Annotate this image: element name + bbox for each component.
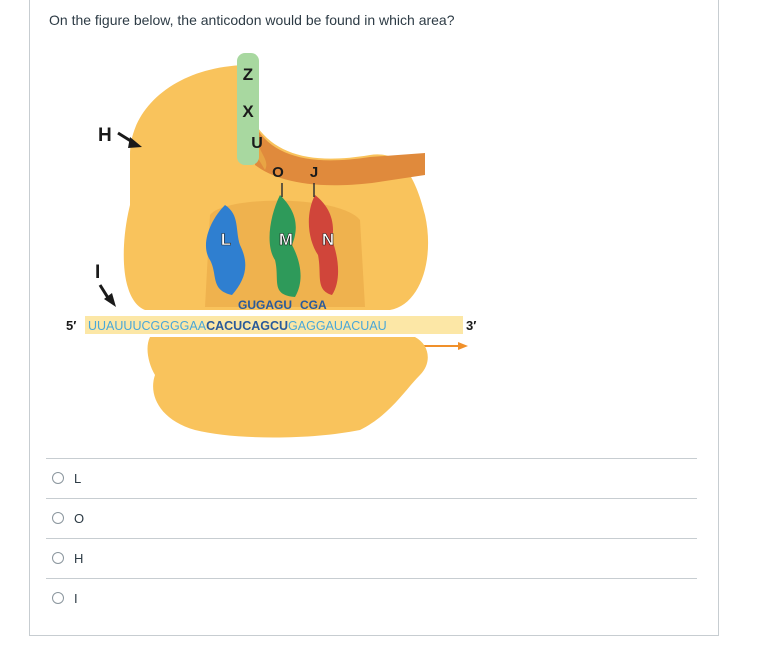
label-o: O xyxy=(272,164,284,181)
label-j: J xyxy=(310,164,318,181)
mrna-band xyxy=(85,316,463,334)
mrna-3-label: 3′ xyxy=(466,318,476,333)
anticodon-text-2: CGA xyxy=(300,298,327,312)
trna-middle xyxy=(269,195,301,297)
answer-label[interactable]: O xyxy=(74,511,85,526)
label-n: N xyxy=(322,230,334,249)
label-l: L xyxy=(221,230,231,249)
answer-option-h[interactable]: H xyxy=(46,538,697,578)
radio-button[interactable] xyxy=(52,512,64,524)
small-subunit xyxy=(147,337,428,438)
label-i: I xyxy=(95,262,100,283)
label-u: U xyxy=(251,135,263,152)
mrna-5-label: 5′ xyxy=(66,318,76,333)
label-h: H xyxy=(98,125,112,146)
answer-label[interactable]: I xyxy=(74,591,78,606)
answer-list: L O H I xyxy=(46,458,697,618)
answer-label[interactable]: L xyxy=(74,471,82,486)
answer-option-l[interactable]: L xyxy=(46,458,697,498)
answer-option-i[interactable]: I xyxy=(46,578,697,618)
anticodon-text-1: GUGAGU xyxy=(238,298,292,312)
label-m: M xyxy=(279,230,293,249)
mrna-sequence: UUAUUUCGGGGAACACUCAGCUGAGGAUACUAU xyxy=(88,319,387,333)
question-prompt: On the figure below, the anticodon would… xyxy=(49,12,455,28)
radio-button[interactable] xyxy=(52,552,64,564)
arrow-h-head xyxy=(128,137,142,148)
trna-left xyxy=(205,205,246,295)
ribosome-figure: Z X U O J L M N H I GUGAGU CGA 5′ UUAUUU… xyxy=(66,53,476,438)
answer-option-o[interactable]: O xyxy=(46,498,697,538)
direction-arrow-head xyxy=(458,342,468,350)
radio-button[interactable] xyxy=(52,592,64,604)
radio-button[interactable] xyxy=(52,472,64,484)
peptide-chain: Z X U xyxy=(237,53,263,165)
label-z: Z xyxy=(243,65,253,84)
answer-label[interactable]: H xyxy=(74,551,84,566)
label-x: X xyxy=(242,102,254,121)
arrow-i-head xyxy=(104,293,116,307)
trna-right xyxy=(308,195,339,295)
exit-tunnel xyxy=(250,115,425,186)
